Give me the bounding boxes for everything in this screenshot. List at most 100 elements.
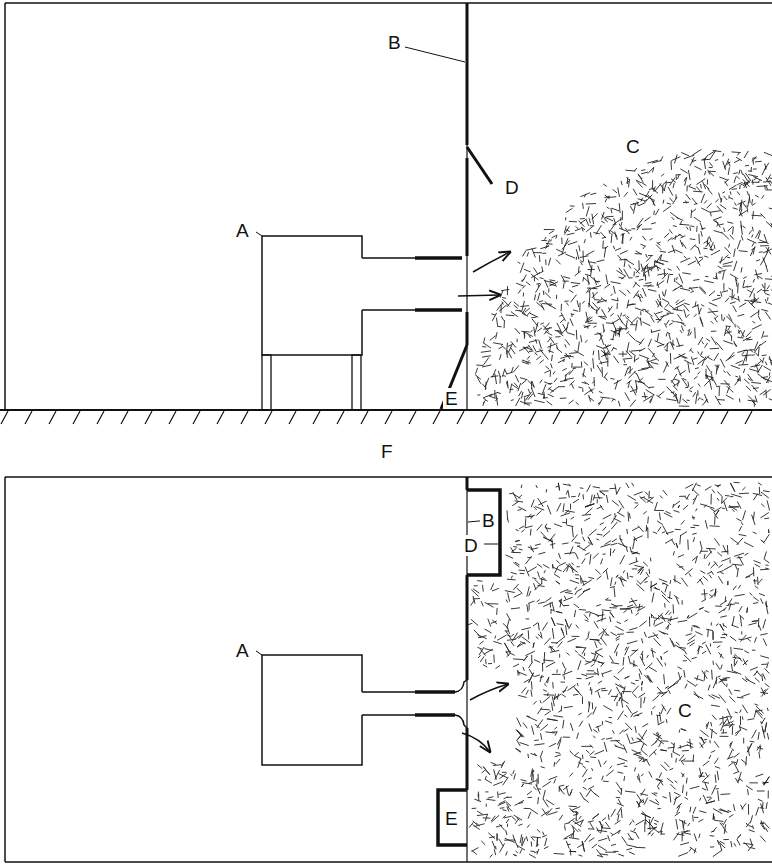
hay-stroke [734, 553, 744, 556]
hay-stroke [758, 732, 759, 740]
hay-stroke [761, 821, 765, 830]
hay-stroke [604, 219, 607, 222]
hay-stroke [523, 667, 525, 671]
hay-stroke [557, 323, 562, 333]
hay-stroke [586, 206, 589, 216]
hay-stroke [724, 196, 728, 200]
hay-stroke [596, 281, 599, 283]
hay-stroke [584, 779, 586, 783]
hay-stroke [598, 350, 600, 360]
hay-stroke [583, 537, 585, 542]
hay-stroke [683, 379, 687, 381]
hay-stroke [644, 268, 653, 274]
hay-stroke [739, 203, 741, 212]
hay-stroke [512, 385, 518, 389]
hay-stroke [556, 612, 562, 613]
hay-stroke [765, 362, 767, 366]
hay-stroke [613, 332, 615, 340]
hay-stroke [616, 636, 621, 639]
hay-stroke [689, 187, 696, 190]
hay-stroke [558, 483, 559, 491]
hay-stroke [549, 743, 556, 747]
hay-stroke [566, 208, 573, 212]
hay-stroke [661, 782, 663, 785]
hay-stroke [756, 807, 759, 816]
hay-stroke [727, 316, 734, 324]
hay-stroke [692, 198, 697, 204]
hay-stroke [721, 314, 722, 320]
hay-stroke [579, 245, 580, 251]
hay-stroke [743, 182, 750, 186]
hay-stroke [523, 723, 527, 729]
hay-stroke [611, 208, 619, 211]
hay-stroke [577, 678, 582, 679]
hay-stroke [631, 386, 636, 396]
hay-stroke [670, 198, 673, 202]
hay-stroke [593, 351, 595, 356]
hay-stroke [657, 395, 661, 398]
hay-stroke [706, 375, 708, 379]
hay-stroke [633, 539, 635, 550]
hay-stroke [480, 656, 484, 662]
hay-stroke [485, 382, 487, 390]
hay-stroke [729, 288, 732, 290]
hay-stroke [693, 495, 697, 504]
hay-stroke [669, 305, 675, 310]
hay-stroke [720, 823, 724, 828]
hay-stroke [511, 341, 516, 347]
hay-stroke [734, 843, 736, 847]
hay-stroke [652, 793, 657, 796]
hay-stroke [624, 766, 628, 767]
hay-stroke [690, 291, 694, 292]
hay-stroke [718, 652, 723, 658]
hay-stroke [685, 177, 687, 186]
hay-stroke [571, 295, 577, 303]
hay-stroke [752, 235, 753, 238]
hay-stroke [712, 489, 715, 493]
hay-stroke [622, 351, 623, 357]
hay-stroke [705, 520, 707, 529]
hay-texture [475, 149, 772, 406]
hay-stroke [673, 197, 678, 204]
hay-stroke [516, 730, 522, 738]
hay-stroke [648, 167, 654, 174]
hay-stroke [738, 657, 742, 662]
hay-stroke [636, 386, 638, 393]
hay-stroke [534, 294, 535, 300]
hay-stroke [731, 762, 737, 763]
hay-stroke [719, 716, 730, 719]
hay-stroke [602, 611, 603, 621]
hay-stroke [660, 260, 668, 262]
hay-stroke [727, 716, 730, 724]
hay-stroke [613, 286, 615, 294]
hay-stroke [714, 245, 716, 249]
hay-stroke [664, 342, 669, 348]
hay-stroke [563, 324, 567, 332]
hay-stroke [580, 262, 582, 266]
hay-stroke [590, 751, 595, 755]
hay-stroke [539, 340, 542, 349]
hay-stroke [629, 277, 633, 278]
hay-stroke [727, 386, 734, 392]
hay-stroke [607, 207, 610, 209]
hay-stroke [728, 226, 733, 231]
hay-stroke [483, 394, 492, 398]
hay-stroke [706, 645, 711, 655]
hay-stroke [665, 303, 669, 308]
hay-stroke [672, 245, 675, 253]
hay-stroke [658, 391, 664, 396]
hay-stroke [708, 311, 719, 312]
hay-stroke [712, 661, 714, 665]
hay-stroke [688, 170, 690, 180]
hay-stroke [578, 592, 585, 598]
hay-stroke [518, 290, 521, 294]
hay-stroke [492, 313, 496, 321]
hay-stroke [681, 323, 686, 326]
hay-stroke [551, 363, 553, 368]
hay-stroke [602, 247, 606, 248]
hay-stroke [692, 149, 701, 155]
hay-stroke [588, 577, 594, 578]
hay-stroke [575, 271, 581, 276]
hay-stroke [592, 768, 593, 771]
hay-stroke [528, 380, 535, 387]
